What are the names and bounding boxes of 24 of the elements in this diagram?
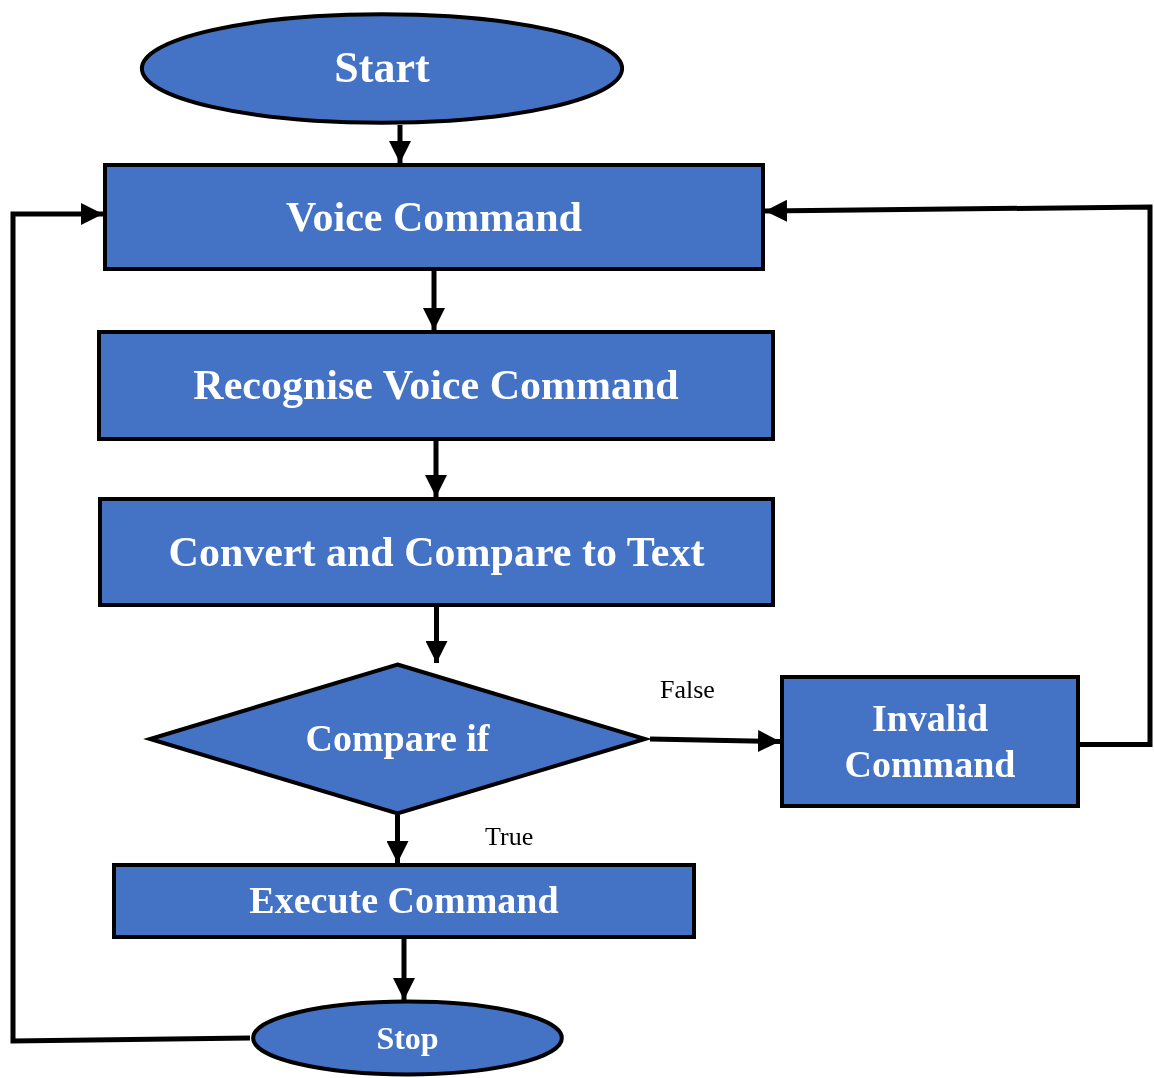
process-box [780, 675, 1080, 808]
node-label: Voice Command [286, 192, 582, 242]
node-label: Compare if [305, 716, 490, 762]
arrow [425, 441, 447, 497]
arrow [423, 271, 445, 330]
node-label: Recognise Voice Command [193, 361, 679, 411]
process-box [112, 863, 696, 939]
node-label: Execute Command [249, 878, 559, 924]
process-box [98, 497, 775, 607]
process-box [103, 163, 765, 271]
node-label: Invalid Command [843, 695, 1017, 787]
arrow [425, 607, 448, 663]
arrow [386, 815, 409, 863]
terminal-ellipse [137, 12, 627, 125]
decision-diamond [145, 663, 650, 815]
arrow [649, 730, 781, 753]
terminal-ellipse [250, 1000, 565, 1076]
node-label: Start [334, 42, 430, 95]
arrow [393, 939, 415, 1000]
process-box [97, 330, 775, 441]
node-label: Stop [376, 1018, 439, 1058]
node-label: Convert and Compare to Text [168, 527, 705, 577]
arrow [389, 125, 411, 163]
arrow [764, 199, 1153, 747]
